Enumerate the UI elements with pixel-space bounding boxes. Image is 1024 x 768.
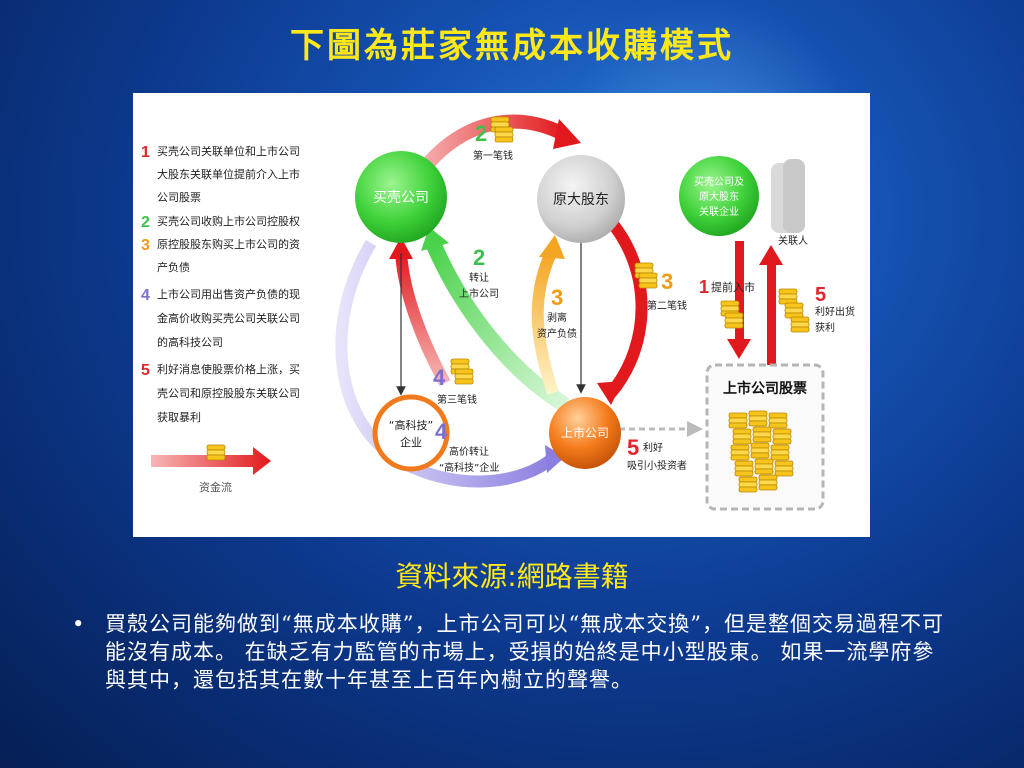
good-news-label-2: 吸引小投资者: [627, 459, 687, 472]
third-money-label: 第三笔钱: [437, 393, 477, 406]
step-5-line-1: 利好消息使股票价格上涨，买: [157, 362, 300, 376]
second-money-num: 3: [661, 269, 673, 294]
node-stock-box: 上市公司股票: [705, 363, 825, 511]
transfer-label-1: 转让: [469, 271, 489, 284]
first-money-label: 第一笔钱: [473, 149, 513, 162]
body-paragraph-block: • 買殼公司能夠做到“無成本收購”，上市公司可以“無成本交換”，但是整個交易過程…: [72, 610, 952, 694]
hightech-label-2: 企业: [400, 435, 422, 449]
source-caption: 資料來源:網路書籍: [395, 560, 629, 593]
step-1-line-3: 公司股票: [157, 191, 201, 204]
step-2-num: 2: [141, 214, 150, 231]
step-4-num: 4: [141, 287, 150, 304]
step-5-num: 5: [141, 362, 150, 379]
high-transfer-label-2: “高科技”企业: [439, 461, 499, 474]
profit-num: 5: [815, 284, 826, 306]
step-4-line-3: 的高科技公司: [157, 335, 223, 349]
transfer-num: 2: [473, 245, 485, 270]
node-listed: 上市公司: [549, 397, 621, 469]
body-paragraph: 買殼公司能夠做到“無成本收購”，上市公司可以“無成本交換”，但是整個交易過程不可…: [105, 612, 944, 692]
profit-label-2: 获利: [815, 322, 835, 334]
stock-box-label: 上市公司股票: [723, 380, 807, 397]
early-entry-label: 提前入市: [711, 280, 755, 294]
step-5-line-3: 获取暴利: [157, 411, 201, 424]
arrow-labels: 2 第一笔钱 2 转让 上市公司 3 剥离 资产负债 3 第二笔钱 4 第三笔钱…: [433, 121, 855, 474]
step-1-line-1: 买壳公司关联单位和上市公司: [157, 144, 300, 158]
buyer-label: 买壳公司: [373, 189, 429, 206]
node-related: 买壳公司及 原大股东 关联企业 关联人: [679, 156, 808, 247]
step-list: 1 买壳公司关联单位和上市公司 大股东关联单位提前介入上市 公司股票 2 买壳公…: [141, 144, 300, 424]
slide-title: 下圖為莊家無成本收購模式: [290, 26, 734, 66]
step-3-line-2: 产负债: [157, 260, 190, 274]
original-holder-label: 原大股东: [553, 192, 609, 208]
legend-label: 资金流: [199, 480, 232, 494]
acquisition-diagram: 1 买壳公司关联单位和上市公司 大股东关联单位提前介入上市 公司股票 2 买壳公…: [133, 93, 870, 537]
third-money-num: 4: [433, 365, 446, 390]
step-1-num: 1: [141, 144, 150, 161]
step-2-line-1: 买壳公司收购上市公司控股权: [157, 214, 300, 228]
profit-label-1: 利好出货: [815, 305, 855, 318]
step-1-line-2: 大股东关联单位提前介入上市: [157, 167, 300, 181]
first-money-num: 2: [475, 121, 487, 146]
related-person-label: 关联人: [778, 234, 808, 247]
good-news-label-1: 利好: [643, 442, 663, 454]
money-flow-legend: 资金流: [151, 444, 271, 494]
bullet-icon: •: [72, 612, 86, 636]
transfer-label-2: 上市公司: [459, 287, 499, 300]
step-3-num: 3: [141, 237, 150, 254]
high-transfer-label-1: 高价转让: [449, 445, 489, 458]
strip-label-1: 剥离: [547, 311, 567, 324]
early-entry-num: 1: [699, 277, 709, 297]
high-transfer-num: 4: [435, 419, 448, 444]
listed-label: 上市公司: [561, 425, 609, 440]
related-label-2: 原大股东: [699, 190, 739, 203]
hightech-label-1: “高科技”: [389, 418, 433, 432]
step-4-line-1: 上市公司用出售资产负债的现: [157, 287, 300, 301]
flow-arrows: [335, 114, 783, 488]
step-3-line-1: 原控股股东购买上市公司的资: [157, 237, 300, 251]
node-original-holder: 原大股东: [537, 155, 625, 243]
strip-num: 3: [551, 285, 563, 310]
strip-label-2: 资产负债: [537, 327, 577, 340]
step-5-line-2: 壳公司和原控股股东关联公司: [157, 386, 300, 400]
step-4-line-2: 金高价收购买壳公司关联公司: [157, 311, 300, 325]
node-hightech: “高科技” 企业: [372, 394, 450, 472]
related-label-3: 关联企业: [699, 205, 739, 218]
node-buyer: 买壳公司: [355, 151, 447, 243]
second-money-label: 第二笔钱: [647, 299, 687, 312]
related-label-1: 买壳公司及: [694, 175, 744, 188]
diagram-canvas: 1 买壳公司关联单位和上市公司 大股东关联单位提前介入上市 公司股票 2 买壳公…: [141, 114, 855, 511]
good-news-num: 5: [627, 435, 639, 460]
